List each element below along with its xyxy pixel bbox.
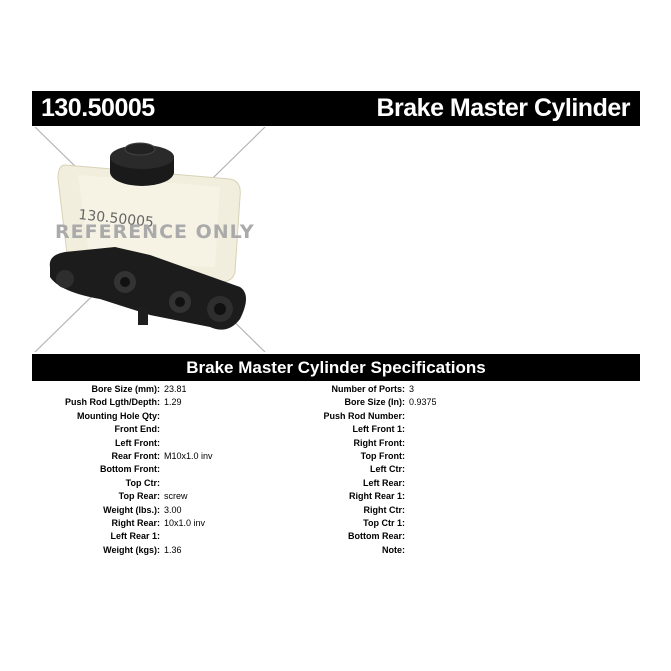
reservoir-label: 130.50005 bbox=[78, 207, 155, 231]
spec-value: 3 bbox=[409, 384, 415, 394]
spec-label: Number of Ports: bbox=[331, 384, 405, 394]
title-bar: 130.50005 Brake Master Cylinder bbox=[32, 91, 640, 126]
spec-label: Bore Size (mm): bbox=[91, 384, 160, 394]
spec-label: Bottom Front: bbox=[100, 464, 160, 475]
specs-left-values: 23.81 1.29 M10x1.0 inv screw 3.00 10x1.0… bbox=[160, 383, 360, 557]
spec-label: Weight (lbs.): bbox=[103, 504, 160, 515]
spec-label: Left Front 1: bbox=[352, 424, 406, 435]
spec-row: Top Ctr: bbox=[0, 477, 160, 490]
spec-label: Mounting Hole Qty: bbox=[77, 410, 160, 421]
spec-value: M10x1.0 inv bbox=[164, 450, 213, 461]
spec-label: Push Rod Number: bbox=[323, 410, 405, 421]
spec-label: Bottom Rear: bbox=[347, 531, 405, 542]
spec-label: Rear Front: bbox=[111, 450, 160, 461]
spec-row: Bore Size (mm): bbox=[0, 383, 160, 396]
spec-row: Bottom Front: bbox=[0, 463, 160, 476]
spec-label: Weight (kgs): bbox=[103, 544, 160, 555]
specs-right-values: 3 0.9375 bbox=[405, 383, 605, 557]
spec-label: Left Rear 1: bbox=[110, 531, 160, 542]
spec-value: 1.36 bbox=[164, 544, 182, 555]
spec-row: Weight (kgs): bbox=[0, 544, 160, 557]
spec-label: Right Ctr: bbox=[363, 504, 406, 515]
spec-row: Front End: bbox=[0, 423, 161, 436]
spec-value: 10x1.0 inv bbox=[164, 517, 206, 528]
spec-label: Top Rear: bbox=[118, 491, 160, 502]
spec-label: Note: bbox=[382, 544, 405, 555]
spec-label: Right Front: bbox=[353, 437, 405, 448]
spec-label: Front End: bbox=[114, 424, 161, 435]
spec-value: 1.29 bbox=[164, 397, 182, 408]
spec-value: screw bbox=[164, 491, 188, 502]
spec-row: Push Rod Lgth/Depth: bbox=[0, 396, 160, 409]
spec-row: Top Rear: bbox=[0, 490, 160, 503]
spec-row: Right Rear: bbox=[0, 517, 160, 530]
spec-label: Left Ctr: bbox=[370, 464, 405, 475]
spec-value: 23.81 bbox=[164, 384, 187, 394]
product-image: 130.50005 bbox=[34, 127, 266, 352]
spec-label: Left Front: bbox=[115, 437, 160, 448]
spec-label: Right Rear 1: bbox=[348, 491, 405, 502]
spec-value: 3.00 bbox=[164, 504, 182, 515]
spec-label: Top Ctr 1: bbox=[363, 517, 405, 528]
reference-watermark: REFERENCE ONLY bbox=[55, 221, 255, 243]
specs-left-column: Bore Size (mm): Push Rod Lgth/Depth: Mou… bbox=[0, 383, 160, 557]
spec-row: Left Front: bbox=[0, 437, 160, 450]
spec-value: 0.9375 bbox=[409, 397, 437, 408]
spec-label: Right Rear: bbox=[111, 517, 160, 528]
spec-label: Top Front: bbox=[360, 450, 405, 461]
product-name: Brake Master Cylinder bbox=[376, 94, 630, 122]
spec-row: Left Rear 1: bbox=[0, 530, 160, 543]
spec-label: Bore Size (In): bbox=[344, 397, 405, 408]
part-number: 130.50005 bbox=[41, 94, 155, 122]
spec-row: Mounting Hole Qty: bbox=[0, 410, 160, 423]
specs-title: Brake Master Cylinder Specifications bbox=[32, 354, 640, 381]
spec-label: Top Ctr: bbox=[125, 477, 160, 488]
spec-row: Weight (lbs.): bbox=[0, 504, 160, 517]
spec-label: Left Rear: bbox=[362, 477, 405, 488]
spec-label: Push Rod Lgth/Depth: bbox=[65, 397, 160, 408]
specs-right-column: Number of Ports: Bore Size (In): Push Ro… bbox=[0, 383, 405, 557]
spec-row: Rear Front: bbox=[0, 450, 160, 463]
